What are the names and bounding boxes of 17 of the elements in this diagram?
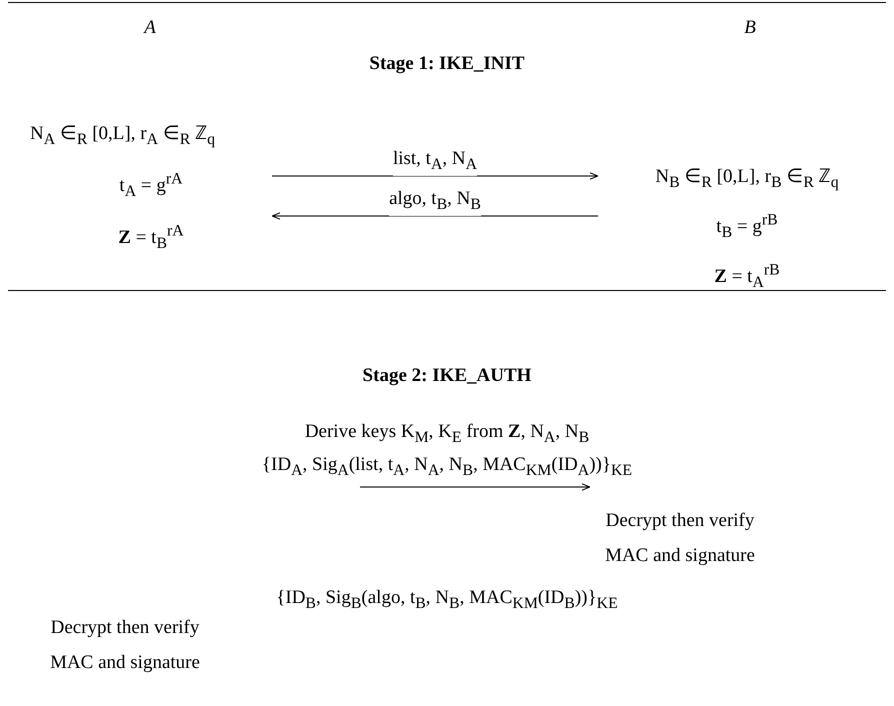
text-label: A [142,16,157,40]
edge-label: list, t$_{A}$, N$_{A}$ [392,148,478,176]
text-label: {ID$_{B}$, Sig$_{B}$(algo, t$_{B}$, N$_{B}$, MAC$_{KM}$(ID$_{B}$))}$_{KE}$ [275,586,619,614]
stage-heading: Stage 1: IKE_INIT [368,52,526,76]
formula: t$_{A}$ = g$^{rA}$ [118,170,184,202]
edge-label: algo, t$_{B}$, N$_{B}$ [389,188,481,216]
text-label: B [743,16,757,40]
text-label: Derive keys K$_{M}$, K$_{E}$ from Z, N$_{A}$, N$_{B}$ [304,420,590,448]
step-note: Decrypt then verify MAC and signature [49,616,201,675]
formula: t$_{B}$ = g$^{rB}$ [715,210,779,243]
arrow [272,212,598,220]
arrow [272,172,598,180]
formula: N$_{A}$ ∈$_{R}$ [0,L], r$_{A}$ ∈$_{R}$ ℤ$_{q}$ [30,122,216,150]
stage-heading: Stage 2: IKE_AUTH [362,364,532,388]
arrow [360,483,590,491]
step-note: Decrypt then verify MAC and signature [604,509,756,568]
formula: N$_{B}$ ∈$_{R}$ [0,L], r$_{B}$ ∈$_{R}$ ℤ$_{q}$ [654,165,840,193]
